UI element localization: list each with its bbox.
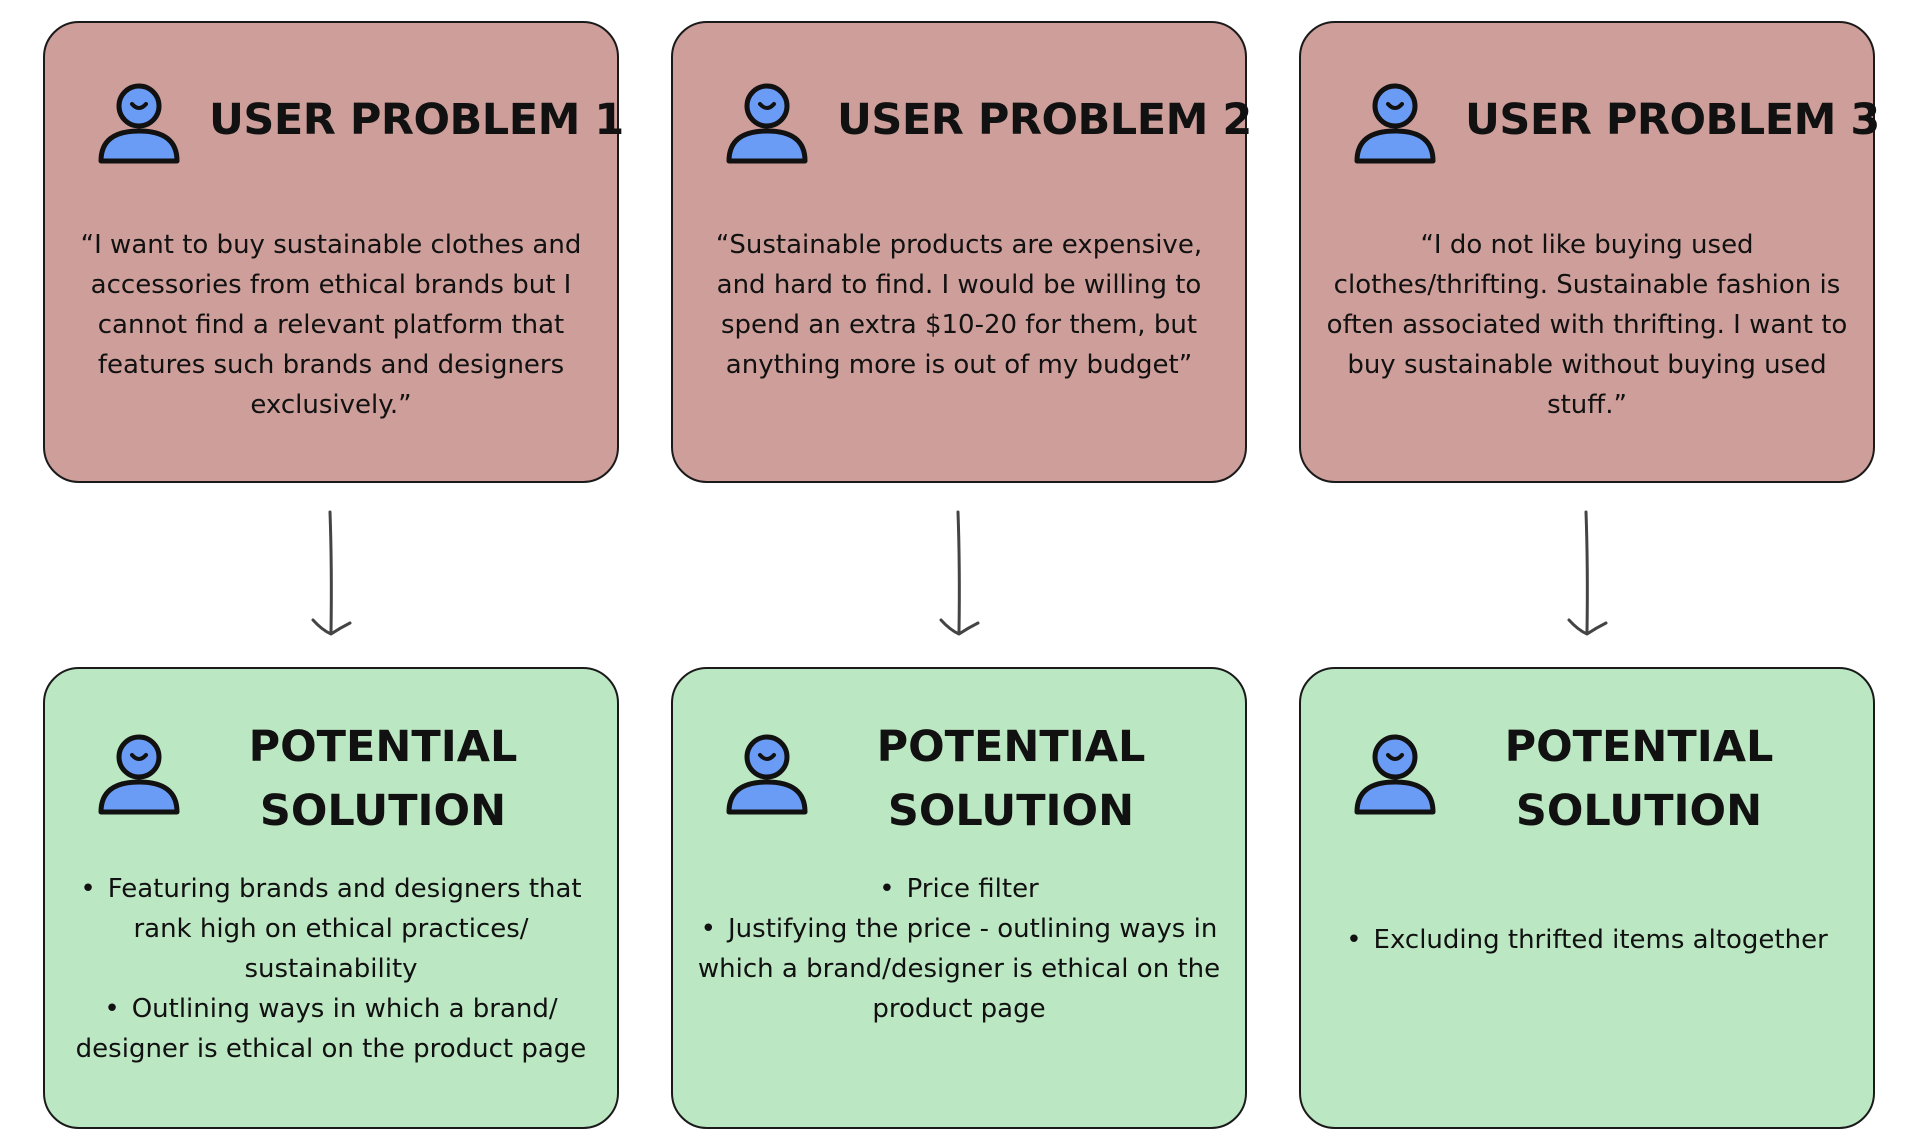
solution-card-3: POTENTIAL SOLUTION Excluding thrifted it… xyxy=(1299,667,1875,1129)
user-icon xyxy=(726,734,808,815)
problem-title: USER PROBLEM 2 xyxy=(837,95,1252,145)
solution-bullet-list: Excluding thrifted items altogether xyxy=(1325,920,1849,960)
problem-quote: “I do not like buying used clothes/thrif… xyxy=(1326,230,1848,420)
problem-title: USER PROBLEM 3 xyxy=(1465,95,1880,145)
solution-bullet-list: Price filter Justifying the price - outl… xyxy=(697,869,1221,1029)
arrow-down-icon xyxy=(939,510,980,636)
solution-bullet: Excluding thrifted items altogether xyxy=(1325,920,1849,960)
user-icon xyxy=(98,734,180,815)
problem-card-3: USER PROBLEM 3 “I do not like buying use… xyxy=(1299,21,1880,483)
problem-title: USER PROBLEM 1 xyxy=(209,95,624,145)
solution-title: POTENTIAL SOLUTION xyxy=(248,722,518,836)
solution-title: POTENTIAL SOLUTION xyxy=(1504,722,1774,836)
arrow-down-icon xyxy=(311,510,352,636)
user-icon xyxy=(726,83,808,164)
problem-quote: “Sustainable products are expensive, and… xyxy=(715,230,1203,380)
problem-quote: “I want to buy sustainable clothes and a… xyxy=(80,230,582,420)
problem-card-1: USER PROBLEM 1 “I want to buy sustainabl… xyxy=(43,21,624,483)
arrow-down-icon xyxy=(1567,510,1608,636)
solution-bullet: Featuring brands and designers that rank… xyxy=(69,869,593,989)
user-icon xyxy=(98,83,180,164)
user-icon xyxy=(1354,83,1436,164)
solution-bullet-list: Featuring brands and designers that rank… xyxy=(69,869,593,1069)
user-icon xyxy=(1354,734,1436,815)
solution-bullet: Outlining ways in which a brand/ designe… xyxy=(69,989,593,1069)
problem-card-2: USER PROBLEM 2 “Sustainable products are… xyxy=(671,21,1252,483)
solution-title: POTENTIAL SOLUTION xyxy=(876,722,1146,836)
solution-bullet: Justifying the price - outlining ways in… xyxy=(697,909,1221,1029)
solution-card-2: POTENTIAL SOLUTION Price filter Justifyi… xyxy=(671,667,1247,1129)
solution-card-1: POTENTIAL SOLUTION Featuring brands and … xyxy=(43,667,619,1129)
solution-bullet: Price filter xyxy=(697,869,1221,909)
